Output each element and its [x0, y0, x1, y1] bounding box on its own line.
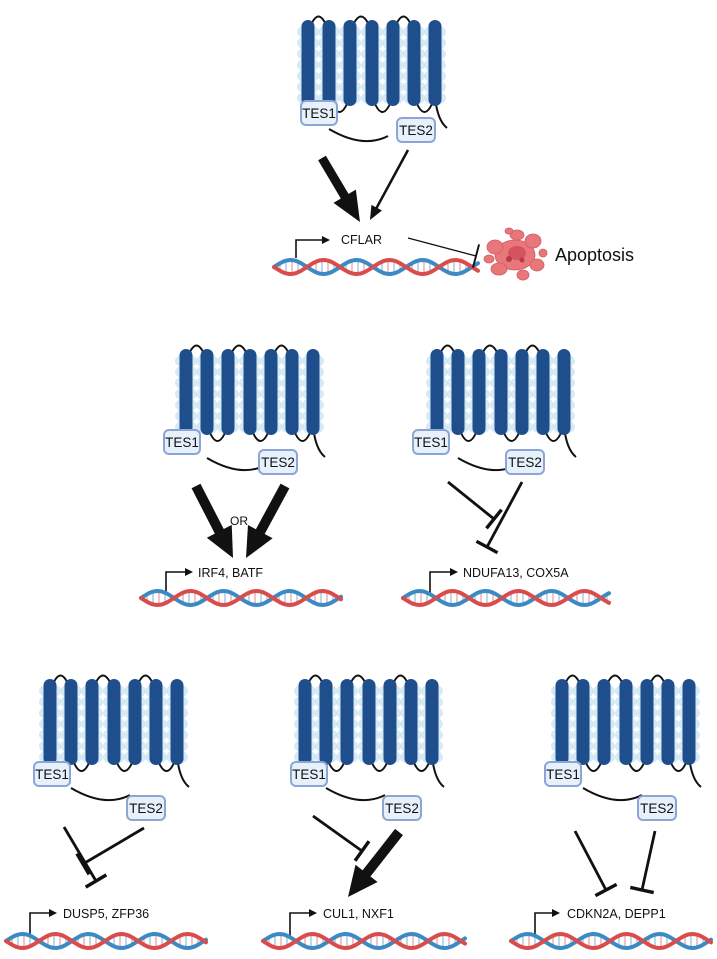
tes2-activation-arrow — [348, 828, 403, 897]
tes1-inhibition-arrow — [447, 480, 503, 530]
transcription-start-arrow-icon — [29, 909, 57, 936]
panel-dusp5-zfp36: TES1 TES2 DUSP5, ZFP36 — [4, 674, 208, 950]
dna-double-helix-icon — [401, 589, 611, 607]
tes2-label-box: TES2 — [258, 449, 298, 475]
apoptosis-label: Apoptosis — [555, 245, 634, 265]
panel-cdkn2a-depp1: TES1 TES2 CDKN2A, DEPP1 — [509, 674, 713, 950]
dna-double-helix-icon — [261, 932, 467, 950]
panel-irf4-batf: TES1 TES2 OR IRF4, BATF — [139, 344, 343, 607]
tes1-label-box: TES1 — [163, 429, 201, 455]
tes2-activation-arrow — [370, 149, 410, 220]
tes2-label: TES2 — [640, 801, 674, 816]
panel-cul1-nxf1: TES1 TES2 CUL1, NXF1 — [261, 674, 467, 950]
tes1-label: TES1 — [165, 435, 199, 450]
tes2-label: TES2 — [385, 801, 419, 816]
tes2-label-box: TES2 — [126, 795, 166, 821]
gene-label-ndufa13-cox5a: NDUFA13, COX5A — [463, 566, 569, 580]
receptor-icon — [426, 344, 577, 472]
receptor-icon — [39, 674, 190, 802]
tes2-label-box: TES2 — [505, 449, 545, 475]
tes2-inhibition-arrow — [75, 826, 145, 876]
tes1-label: TES1 — [546, 767, 580, 782]
tes1-label-box: TES1 — [300, 100, 338, 126]
tes1-label-box: TES1 — [33, 761, 71, 787]
dna-double-helix-icon — [272, 258, 480, 276]
receptor-icon — [294, 674, 445, 802]
apoptotic-cell-icon — [483, 227, 548, 281]
receptor-icon — [175, 344, 326, 472]
panel-ndufa13-cox5a: TES1 TES2 NDUFA13, COX5A — [401, 344, 611, 607]
tes1-label: TES1 — [292, 767, 326, 782]
dna-double-helix-icon — [4, 932, 208, 950]
tes1-label-box: TES1 — [544, 761, 582, 787]
gene-label-cdkn2a-depp1: CDKN2A, DEPP1 — [567, 907, 666, 921]
tes2-inhibition-arrow — [629, 830, 657, 895]
transcription-start-arrow-icon — [534, 909, 560, 936]
gene-label-dusp5-zfp36: DUSP5, ZFP36 — [63, 907, 149, 921]
tes1-inhibition-arrow — [312, 814, 371, 862]
tes2-label: TES2 — [399, 123, 433, 138]
tes2-label-box: TES2 — [382, 795, 422, 821]
gene-label-cul1-nxf1: CUL1, NXF1 — [323, 907, 394, 921]
gene-label-cflar: CFLAR — [341, 233, 382, 247]
transcription-start-arrow-icon — [289, 909, 317, 936]
tes2-label: TES2 — [261, 455, 295, 470]
panel-cflar: TES1 TES2 CFLAR Apoptosis — [272, 15, 634, 281]
tes2-label-box: TES2 — [396, 117, 436, 143]
tes1-activation-arrow — [191, 483, 233, 558]
gene-label-irf4-batf: IRF4, BATF — [198, 566, 263, 580]
tes2-inhibition-arrow — [475, 481, 524, 555]
tes2-activation-arrow — [246, 483, 290, 558]
transcription-start-arrow-icon — [165, 568, 193, 593]
tes1-inhibition-arrow — [62, 826, 108, 889]
tes1-label: TES1 — [35, 767, 69, 782]
transcription-start-arrow-icon — [295, 236, 330, 258]
transcription-start-arrow-icon — [429, 568, 458, 593]
tes2-label: TES2 — [129, 801, 163, 816]
cflar-apoptosis-inhibition — [407, 237, 480, 268]
or-connector-label: OR — [230, 514, 248, 528]
tes2-label: TES2 — [508, 455, 542, 470]
tes2-label-box: TES2 — [637, 795, 677, 821]
dna-double-helix-icon — [139, 589, 343, 607]
tes1-label-box: TES1 — [412, 429, 450, 455]
tes1-activation-arrow — [318, 155, 360, 222]
tes1-label: TES1 — [302, 106, 336, 121]
receptor-icon — [551, 674, 702, 802]
dna-double-helix-icon — [509, 932, 713, 950]
tes1-label-box: TES1 — [290, 761, 328, 787]
tes1-label: TES1 — [414, 435, 448, 450]
tes1-inhibition-arrow — [573, 830, 618, 898]
